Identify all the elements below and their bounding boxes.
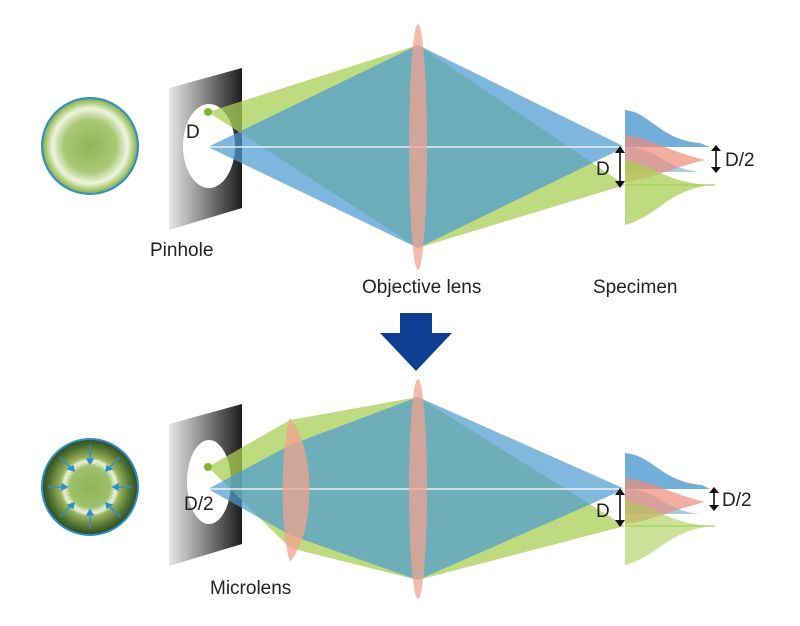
offset-arrow-bottom bbox=[709, 487, 719, 511]
offset-label: D/2 bbox=[725, 150, 755, 171]
objective-lens-bottom bbox=[409, 379, 427, 599]
top-panel: D Pinhole Objective lens Specimen D D/2 bbox=[41, 24, 755, 298]
objective-lens-label: Objective lens bbox=[362, 277, 481, 298]
spot-size-arrow bbox=[615, 146, 625, 188]
point-source bbox=[204, 108, 212, 116]
microlens-label: Microlens bbox=[210, 578, 291, 599]
point-source-bottom bbox=[204, 463, 212, 471]
spot-size-label-bottom: D bbox=[596, 501, 610, 522]
pinhole-size-label: D bbox=[186, 122, 200, 143]
focused-beam-pattern-icon bbox=[41, 438, 139, 536]
beam-pattern-icon bbox=[41, 97, 139, 195]
pinhole-size-label-bottom: D/2 bbox=[184, 494, 214, 515]
down-arrow-icon bbox=[380, 313, 452, 371]
objective-lens bbox=[409, 24, 427, 270]
spot-size-label: D bbox=[596, 159, 610, 180]
specimen-label: Specimen bbox=[593, 277, 678, 298]
offset-label-bottom: D/2 bbox=[722, 490, 752, 511]
bottom-panel: D/2 Microlens D D/2 bbox=[41, 379, 752, 599]
microlens bbox=[282, 418, 310, 562]
offset-arrow bbox=[711, 145, 721, 173]
specimen-profiles bbox=[625, 110, 710, 225]
spot-size-arrow-bottom bbox=[615, 488, 625, 527]
pinhole-label: Pinhole bbox=[150, 240, 213, 261]
specimen-profiles-bottom bbox=[625, 453, 710, 565]
